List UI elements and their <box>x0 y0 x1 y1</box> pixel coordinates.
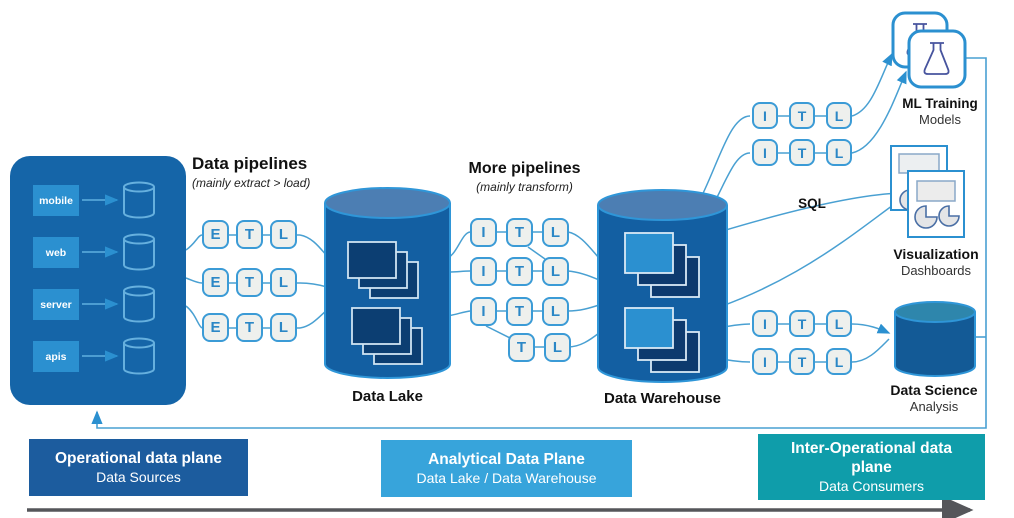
step-transform: T <box>506 257 533 286</box>
data-science-label: Data Science Analysis <box>890 382 978 414</box>
step-transform: T <box>789 102 815 129</box>
source-apis: apis <box>33 341 79 372</box>
inter-operational-data-plane-banner: Inter-Operational data plane Data Consum… <box>758 434 985 500</box>
step-load: L <box>270 268 297 297</box>
visualization-label: Visualization Dashboards <box>893 246 979 278</box>
sql-label: SQL <box>798 196 826 211</box>
pie-chart-icon <box>938 205 960 227</box>
step-transform: T <box>236 220 263 249</box>
step-load: L <box>270 220 297 249</box>
warehouse-tables-icon <box>624 232 700 373</box>
step-transform: T <box>506 297 533 326</box>
step-extract: E <box>202 268 229 297</box>
step-extract: E <box>202 220 229 249</box>
step-ingest: I <box>752 102 778 129</box>
flask-icon <box>923 42 950 75</box>
ml-training-cards <box>891 11 967 89</box>
left-pipelines-subtitle: (mainly extract > load) <box>192 175 311 190</box>
left-pipelines-heading: Data pipelines (mainly extract > load) <box>192 154 352 190</box>
step-load: L <box>826 139 852 166</box>
step-transform: T <box>789 310 815 337</box>
step-ingest: I <box>752 310 778 337</box>
data-lake-files-icon <box>347 241 423 365</box>
data-lake-cylinder <box>324 187 451 379</box>
step-load: L <box>542 218 569 247</box>
step-transform: T <box>236 313 263 342</box>
step-ingest: I <box>752 348 778 375</box>
data-lake-label: Data Lake <box>352 388 423 405</box>
visualization-cards <box>890 145 965 238</box>
itl-ds-row-2: I T L <box>752 348 852 375</box>
step-transform: T <box>506 218 533 247</box>
step-load: L <box>544 333 571 362</box>
itl-ds-row-1: I T L <box>752 310 852 337</box>
ml-training-label: ML Training Models <box>902 96 978 128</box>
step-load: L <box>542 257 569 286</box>
itl-row-2: I T L <box>470 257 569 286</box>
etl-row-3: E T L <box>202 313 297 342</box>
itl-ml-row-2: I T L <box>752 139 852 166</box>
feedback-loop-line <box>91 57 987 429</box>
data-warehouse-cylinder <box>597 189 728 383</box>
middle-pipelines-title: More pipelines <box>468 160 581 177</box>
data-science-cylinder <box>894 301 976 377</box>
step-load: L <box>826 102 852 129</box>
itl-row-3: I T L <box>470 297 569 326</box>
step-load: L <box>826 348 852 375</box>
step-load: L <box>826 310 852 337</box>
step-load: L <box>542 297 569 326</box>
step-transform: T <box>789 348 815 375</box>
etl-row-1: E T L <box>202 220 297 249</box>
step-ingest: I <box>470 297 497 326</box>
analytical-data-plane-banner: Analytical Data Plane Data Lake / Data W… <box>381 440 632 497</box>
data-warehouse-label: Data Warehouse <box>604 390 721 407</box>
step-transform: T <box>789 139 815 166</box>
step-ingest: I <box>752 139 778 166</box>
etl-row-2: E T L <box>202 268 297 297</box>
source-database-icons <box>123 181 155 375</box>
itl-ml-row-1: I T L <box>752 102 852 129</box>
step-transform: T <box>236 268 263 297</box>
itl-row-4: T L <box>508 333 571 362</box>
step-extract: E <box>202 313 229 342</box>
step-ingest: I <box>470 257 497 286</box>
pie-chart-icon <box>914 205 938 229</box>
step-load: L <box>270 313 297 342</box>
step-transform: T <box>508 333 535 362</box>
source-web: web <box>33 237 79 268</box>
step-ingest: I <box>470 218 497 247</box>
operational-data-plane-banner: Operational data plane Data Sources <box>29 439 248 496</box>
source-mobile: mobile <box>33 185 79 216</box>
source-server: server <box>33 289 79 320</box>
left-pipelines-title: Data pipelines <box>192 154 308 173</box>
middle-pipelines-subtitle: (mainly transform) <box>476 179 573 194</box>
middle-pipelines-heading: More pipelines (mainly transform) <box>452 160 597 194</box>
itl-row-1: I T L <box>470 218 569 247</box>
